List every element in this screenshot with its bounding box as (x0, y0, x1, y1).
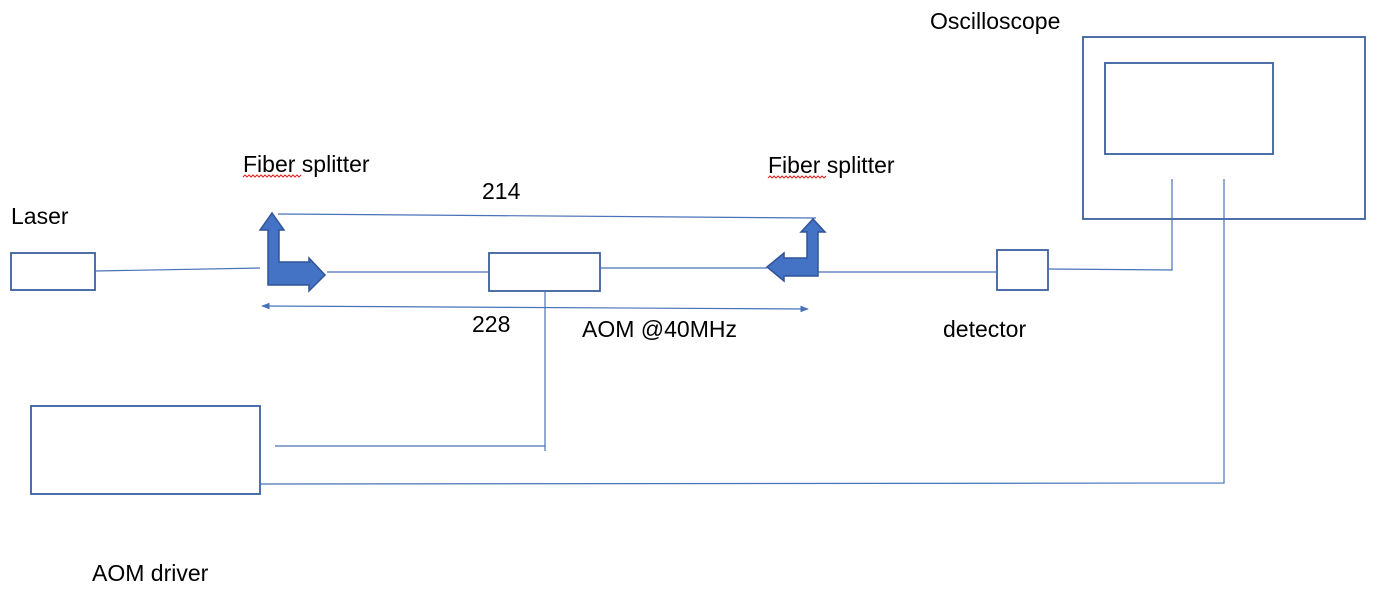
fiber-splitter-right-label: Fiber splitter (768, 152, 895, 178)
aom-box (488, 252, 601, 292)
fiber-laser-to-splitter (94, 267, 261, 272)
fiber-splitter-left-icon (258, 211, 327, 293)
cable-detector-to-oscilloscope (1047, 179, 1173, 271)
aom-label: AOM @40MHz (582, 316, 737, 342)
detector-box (996, 249, 1049, 291)
detector-label: detector (943, 316, 1026, 342)
oscilloscope-label: Oscilloscope (930, 8, 1060, 34)
lower-path-dimension-arrow (261, 302, 809, 313)
upper-path-length-label: 214 (482, 178, 521, 204)
fiber-splitter-right-icon (765, 217, 827, 283)
laser-label: Laser (11, 203, 69, 229)
cable-driver-to-oscilloscope (259, 179, 1225, 485)
oscilloscope-screen (1104, 62, 1274, 155)
spellcheck-underline-left (242, 174, 302, 178)
aom-driver-label: AOM driver (92, 560, 209, 586)
fiber-splitter-left-label: Fiber splitter (243, 151, 370, 177)
lower-path-length-label: 228 (472, 311, 510, 337)
laser-box (10, 252, 96, 291)
aom-driver-box (30, 405, 261, 495)
spellcheck-underline-right (767, 175, 827, 179)
fiber-upper-arm (277, 213, 817, 219)
